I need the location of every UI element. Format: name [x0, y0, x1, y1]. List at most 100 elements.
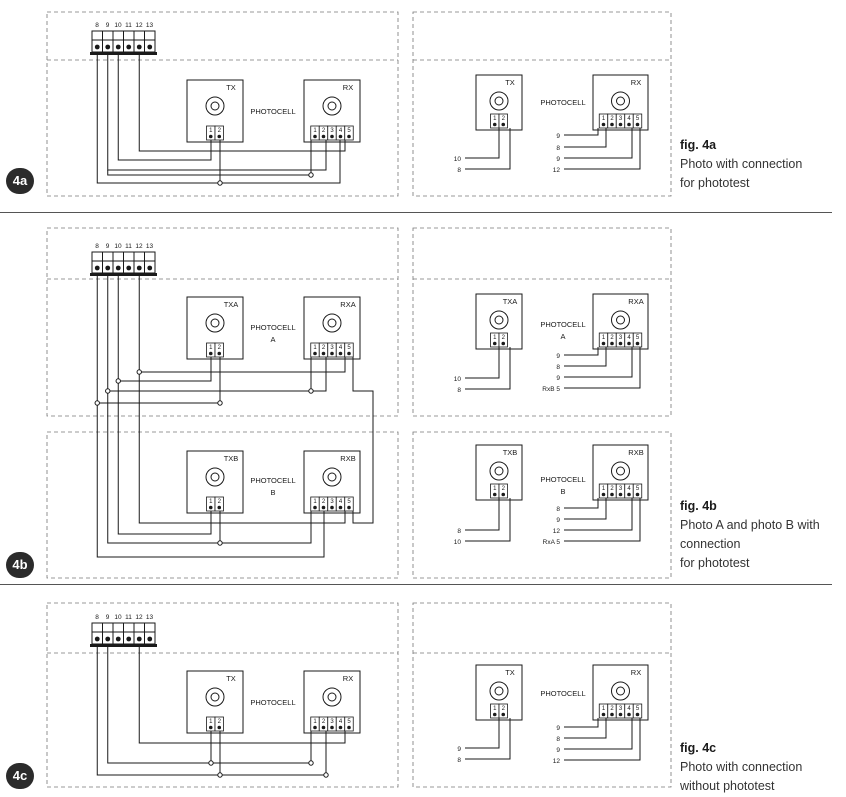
- figure-badge-4a: 4a: [6, 168, 34, 194]
- terminal-label: 13: [146, 614, 154, 621]
- pin-label: 1: [602, 335, 606, 341]
- terminal-cap: [112, 251, 124, 262]
- pin-screw: [635, 712, 640, 717]
- wire: [117, 55, 212, 161]
- pin-label: 1: [493, 116, 497, 122]
- left-panel-frame: [46, 602, 399, 788]
- pin-screw: [627, 492, 631, 497]
- pin-screw: [601, 492, 606, 497]
- right-panel-frame-b: [412, 431, 672, 579]
- pin-screw: [635, 492, 640, 497]
- wire: [138, 276, 346, 524]
- wire: [107, 140, 312, 176]
- pin-screw: [601, 341, 606, 346]
- pin-screw: [610, 341, 614, 346]
- pin-label: 1: [493, 335, 497, 341]
- junction-dot: [94, 400, 100, 406]
- pin-label: 2: [610, 335, 614, 341]
- photocell-label: PHOTOCELL: [250, 698, 295, 707]
- pin-screw: [347, 505, 351, 510]
- wire: [564, 347, 633, 378]
- pin-cell: [214, 342, 224, 358]
- junction-dot: [105, 388, 111, 394]
- terminal-label: 9: [106, 22, 110, 29]
- terminal-cap: [144, 30, 156, 41]
- wire-label: 9: [556, 156, 560, 163]
- device-label: RXA: [340, 300, 355, 309]
- terminal-screw: [126, 265, 132, 271]
- terminal-screw: [94, 44, 100, 50]
- pin-label: 1: [602, 116, 606, 122]
- photocell-label: PHOTOCELL: [540, 320, 585, 329]
- pin-screw: [321, 505, 326, 510]
- terminal-label: 11: [125, 243, 132, 250]
- terminal-cap: [123, 251, 135, 262]
- junction-dot: [217, 400, 223, 406]
- pin-screw: [601, 122, 606, 127]
- wire-label: 12: [553, 528, 561, 535]
- terminal-cap: [102, 251, 114, 262]
- pin-label: 4: [627, 486, 631, 492]
- wire: [465, 498, 511, 542]
- pin-screw: [321, 351, 326, 356]
- right-panel-frame: [412, 11, 672, 197]
- terminal-label: 11: [125, 22, 132, 29]
- device-label: TXB: [224, 454, 239, 463]
- terminal-label: 8: [95, 614, 99, 621]
- photocell-label: PHOTOCELL: [540, 475, 585, 484]
- pin-screw: [208, 725, 213, 730]
- pin-screw: [330, 351, 334, 356]
- pin-screw: [610, 122, 614, 127]
- wire: [352, 357, 374, 524]
- caption-line: for phototest: [680, 556, 750, 570]
- terminal-cap: [133, 30, 145, 41]
- wire: [465, 498, 500, 531]
- pin-screw: [338, 505, 343, 510]
- terminal-label: 13: [146, 243, 154, 250]
- wire-label: 9: [556, 375, 560, 382]
- wire: [564, 128, 607, 148]
- terminal-screw: [136, 636, 142, 642]
- pin-screw: [635, 341, 640, 346]
- caption-title: fig. 4c: [680, 741, 717, 755]
- wire-label: RxA 5: [543, 539, 561, 546]
- lens-core-icon: [210, 472, 220, 482]
- pin-label: 4: [339, 128, 343, 134]
- pin-screw: [338, 134, 343, 139]
- wire: [564, 128, 641, 170]
- device-label: TX: [226, 83, 236, 92]
- photocell-sub-label: A: [560, 332, 565, 341]
- pin-label: 2: [322, 499, 326, 505]
- wire: [118, 357, 212, 382]
- photocell-label: PHOTOCELL: [250, 323, 295, 332]
- wire: [564, 718, 641, 761]
- wire-label: 10: [454, 376, 462, 383]
- pin-label: 4: [339, 499, 343, 505]
- terminal-cap: [102, 30, 114, 41]
- pin-cell: [214, 125, 224, 141]
- wire-label: 8: [457, 167, 461, 174]
- wire: [107, 276, 312, 544]
- lens-core-icon: [616, 686, 625, 696]
- pin-label: 4: [627, 335, 631, 341]
- pin-screw: [217, 505, 222, 510]
- pin-screw: [208, 134, 213, 139]
- lens-core-icon: [494, 96, 504, 106]
- wire: [564, 498, 633, 531]
- device-label: TXA: [503, 297, 518, 306]
- pin-label: 2: [218, 128, 222, 134]
- caption-4a: fig. 4a Photo with connection for photot…: [680, 136, 802, 193]
- pin-label: 5: [347, 128, 351, 134]
- wire: [96, 647, 327, 776]
- pin-label: 5: [636, 486, 640, 492]
- pin-screw: [618, 712, 623, 717]
- pin-cell: [498, 113, 508, 129]
- pin-screw: [627, 341, 631, 346]
- pin-screw: [313, 505, 317, 510]
- terminal-label: 12: [135, 614, 143, 621]
